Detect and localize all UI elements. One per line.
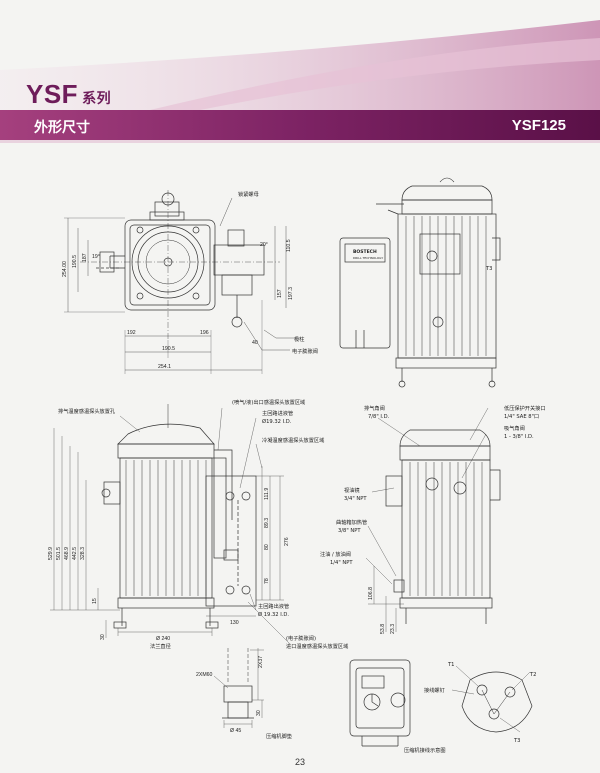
dim-240: Ø 240 (156, 636, 170, 642)
dim-106-8: 106.8 (368, 587, 374, 600)
dim-23-3: 23.3 (390, 624, 396, 634)
dim-2x37: 2X37 (258, 656, 264, 668)
label-sight-size: 3/4" NPT (344, 496, 367, 502)
dim-192: 192 (127, 330, 136, 336)
label-electronic-valve-2: (电子膨胀阀) (286, 634, 316, 642)
label-terminal-screw: 接线螺钉 (424, 686, 445, 694)
dim-442-5: 442.5 (72, 547, 78, 560)
label-main-outlet: 主回路出液管 (258, 602, 289, 610)
dim-19-deg: 19° (92, 254, 100, 260)
dim-254-1: 254.1 (158, 364, 171, 370)
dim-53-8: 53.8 (380, 624, 386, 634)
dim-187: 187 (82, 253, 88, 262)
label-inlet-probe: 进口温度感温探头放置区域 (286, 642, 348, 650)
dim-30: 30 (100, 634, 106, 640)
label-condense-probe: 冷凝温度感温探头放置区域 (262, 436, 324, 444)
dim-110-5: 110.5 (286, 239, 292, 252)
label-main-inlet-size: Ø19.32 I.D. (262, 418, 292, 425)
label-wiring-caption: 压缩机接线示意图 (404, 746, 446, 754)
dim-15: 15 (92, 598, 98, 604)
label-outlet-probe: (喷气/液)出口感温探头放置区域 (232, 398, 305, 406)
wiring-diagram (451, 665, 533, 733)
dim-111-9: 111.9 (264, 488, 270, 500)
label-electronic-valve: 电子膨胀阀 (292, 347, 318, 355)
dim-468-9: 468.9 (64, 547, 70, 560)
label-lock-nut: 锁紧螺母 (238, 190, 259, 198)
dim-190-5-h: 190.5 (162, 346, 175, 352)
label-suction-probe: 排气温度感温探头放置孔 (58, 407, 116, 415)
label-t3: T3 (513, 738, 520, 744)
dim-501-5: 501.5 (56, 547, 62, 560)
dim-89-3: 89.3 (264, 518, 270, 528)
dim-30-foot: 30 (256, 710, 262, 716)
label-discharge-angle: 排气角阀 (364, 404, 385, 412)
dim-190-5-v: 190.5 (72, 255, 78, 268)
foot-detail (213, 648, 264, 728)
label-main-inlet: 主回路进液管 (262, 409, 293, 417)
label-main-outlet-size: Ø 19.32 I.D. (258, 611, 289, 618)
label-low-pressure-size: 1/4" SAE 8"口 (504, 413, 539, 420)
dim-130: 130 (230, 620, 239, 626)
dim-45: Ø 45 (230, 728, 241, 734)
dim-40: 40 (252, 340, 258, 346)
junction-box (349, 659, 411, 747)
dim-78: 78 (264, 578, 270, 584)
header-graphic (0, 0, 600, 145)
label-t2: T2 (529, 672, 536, 678)
label-oil-size: 1/4" NPT (330, 560, 353, 566)
page-number: 23 (294, 757, 305, 767)
label-foot: 压缩机脚垫 (266, 732, 293, 740)
dim-20-deg: 20° (260, 242, 268, 248)
dim-276: 276 (284, 537, 290, 546)
dim-197-3: 197.3 (288, 287, 294, 300)
label-sight-glass: 视油镜 (344, 486, 360, 494)
label-low-pressure: 低压保护开关接口 (504, 404, 546, 412)
label-suction-angle: 吸气角阀 (504, 424, 525, 432)
top-view (64, 190, 300, 374)
nameplate-brand: BOSTECH (353, 249, 377, 255)
label-suction-size: 1 - 3/8" I.D. (504, 434, 534, 440)
dim-80: 80 (264, 544, 270, 550)
front-view (101, 404, 257, 629)
side-view-2 (385, 429, 501, 624)
dim-157: 157 (277, 289, 283, 298)
model-label: YSF125 (511, 117, 566, 134)
nameplate-sub: DRILL TECHNOLOGY (353, 256, 383, 260)
label-t3-top: T3 (485, 266, 492, 272)
dim-196: 196 (200, 330, 209, 336)
dim-328-3: 328.3 (80, 547, 86, 560)
section-title: 外形尺寸 (34, 120, 90, 136)
label-oil-port: 注油 / 放油阀 (320, 550, 351, 558)
dim-2xm60: 2XM60 (196, 672, 213, 678)
label-t1: T1 (447, 662, 454, 668)
label-heater: 曲轴箱加热管 (336, 518, 367, 526)
side-view (339, 177, 501, 388)
dim-529-9: 529.9 (48, 547, 54, 560)
label-discharge-size: 7/8" I.D. (368, 414, 390, 420)
label-heater-size: 3/8" NPT (338, 528, 361, 534)
label-terminal: 极柱 (294, 335, 304, 343)
label-flange: 法兰直径 (150, 642, 171, 650)
dim-254-00: 254.00 (62, 261, 68, 277)
